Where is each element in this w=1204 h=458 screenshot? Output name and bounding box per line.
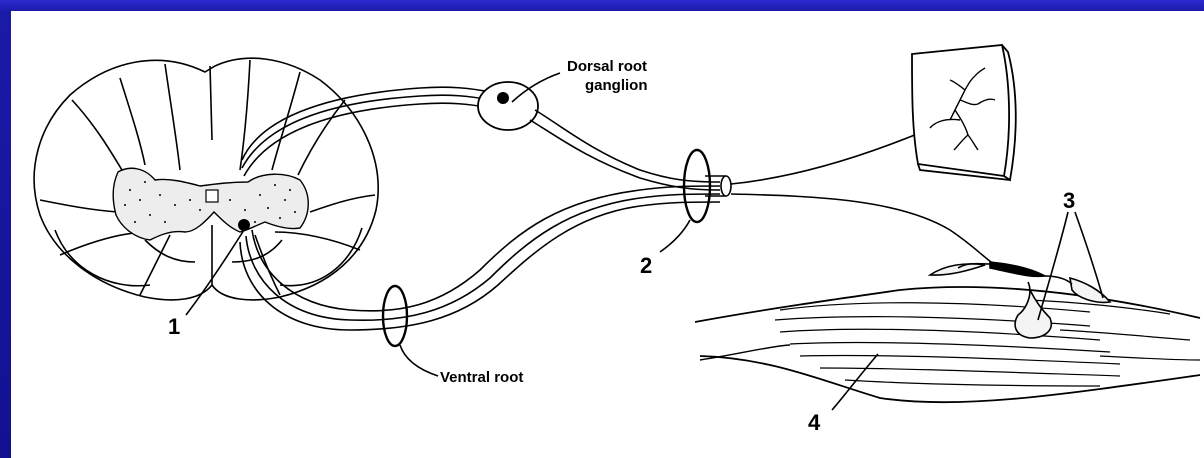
muscle [695,287,1200,402]
label-1: 1 [168,314,180,339]
central-canal [206,190,218,202]
muscle-fibres [775,300,1200,386]
nerve-endings [930,262,1110,338]
label-4: 4 [808,410,821,435]
label-3-leader-left [1038,212,1068,320]
motor-neuron-soma [238,219,250,231]
nerve-bundle-dark [990,262,1045,276]
spinal-cord-section [34,58,378,300]
tendon-ending-left [930,264,985,275]
dorsal-root-label-line2: ganglion [585,77,648,94]
ventral-root-label: Ventral root [440,369,523,386]
muscle-upper-edge [695,287,1200,322]
label-1-leader [186,230,244,315]
dorsal-root [242,87,490,176]
ventral-root-ring [383,286,407,346]
motor-endplate [1015,290,1051,338]
grey-matter [113,168,308,240]
endplate-right [1070,278,1110,302]
skin-block [912,45,1016,180]
reflex-arc-diagram: Dorsal root ganglion Ventral root 1 2 3 … [11,11,1204,458]
motor-fibre-to-muscle [731,194,1005,270]
label-3: 3 [1063,188,1075,213]
label-2: 2 [640,253,652,278]
spinal-nerve-leader [660,220,690,252]
muscle-lower-edge [700,356,1200,402]
dorsal-median-sulcus [210,66,212,140]
sensory-neuron-soma [497,92,509,104]
ventral-root-leader [400,345,438,376]
spinal-cord-outline [34,58,378,300]
dorsal-root-label-line1: Dorsal root [567,58,647,75]
diagram-canvas: Dorsal root ganglion Ventral root 1 2 3 … [11,11,1204,458]
